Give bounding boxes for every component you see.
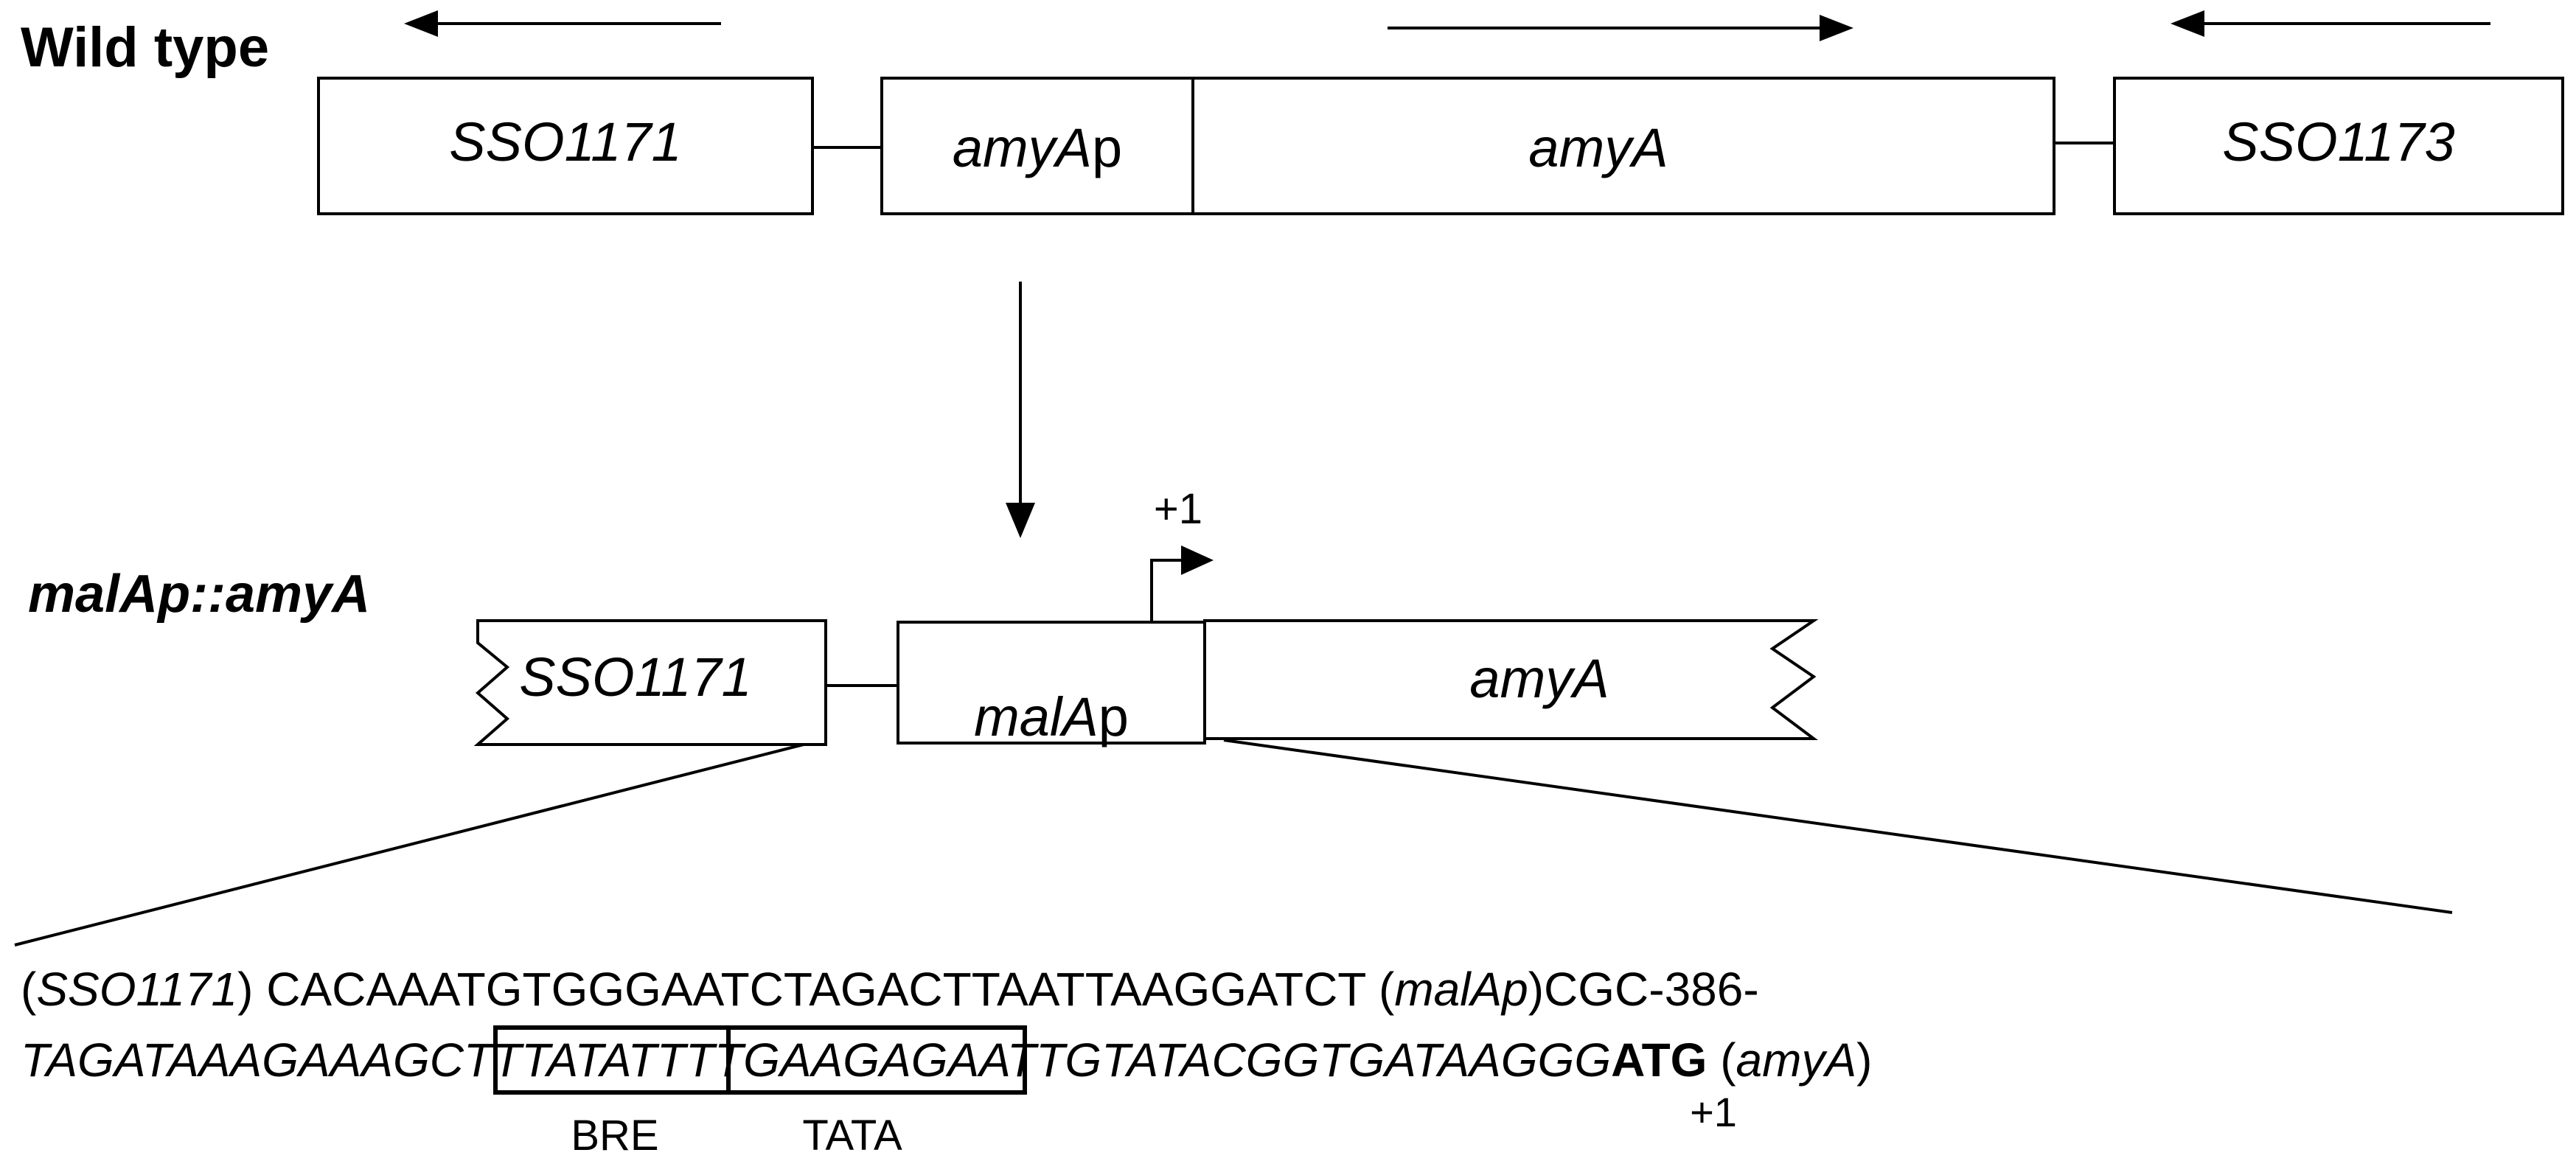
construct-amya-box — [1203, 619, 1819, 740]
sequence-line-2: TAGATAAAGAAAGCTTTATATTTTGAAGAGAATTGTATAC… — [21, 1033, 1872, 1087]
tss-bent-arrow — [1150, 545, 1214, 621]
wt-sso1171-box — [317, 77, 814, 215]
sequence-line-1: (SSO1171) CACAAATGTGGGAATCTAGACTTAATTAAG… — [21, 963, 1759, 1016]
wt-amyap-label: amyAp — [953, 117, 1122, 178]
wt-amya-box — [1191, 77, 2055, 215]
bre-label: BRE — [571, 1112, 658, 1160]
wt-sso1171-label: SSO1171 — [449, 111, 681, 172]
arrow-sso1173-direction — [2171, 10, 2490, 37]
arrow-sso1171-direction — [404, 10, 721, 37]
sequence-tss-label: +1 — [1690, 1089, 1737, 1135]
transition-arrow — [1006, 282, 1035, 538]
construct-malap-label: malAp — [974, 686, 1129, 747]
zoom-line-right — [1223, 739, 2453, 914]
wt-sso1173-box — [2113, 77, 2564, 215]
tata-label: TATA — [802, 1112, 902, 1160]
wild-type-title: Wild type — [21, 16, 269, 79]
construct-amya-label: amyA — [1469, 648, 1609, 709]
construct-sso1171-label: SSO1171 — [519, 646, 751, 708]
zoom-line-left — [14, 743, 804, 946]
wt-amya-label: amyA — [1528, 117, 1668, 178]
construct-sso1171-box — [473, 619, 827, 746]
wt-sso1173-label: SSO1173 — [2222, 111, 2454, 172]
construct-tss-label: +1 — [1154, 485, 1202, 533]
construct-title: malAp::amyA — [28, 565, 370, 624]
arrow-amya-direction — [1388, 15, 1853, 41]
tata-box — [726, 1025, 1027, 1095]
wt-amyap-box — [880, 77, 1194, 215]
